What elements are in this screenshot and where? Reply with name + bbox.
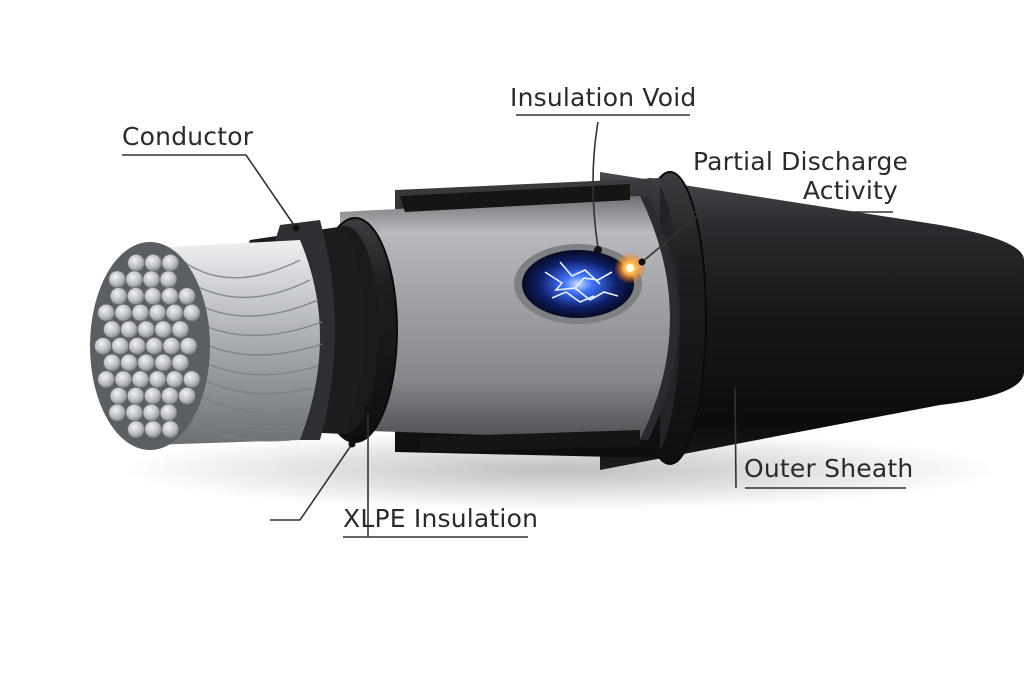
conductor-end-face	[90, 242, 210, 450]
conductor-strand-end	[165, 370, 184, 389]
conductor-strand-end	[154, 320, 173, 339]
conductor-strand-end	[159, 270, 178, 289]
conductor-strand-end	[142, 270, 161, 289]
conductor-strand-end	[171, 353, 190, 372]
conductor-strand-end	[148, 370, 167, 389]
conductor-strand-end	[154, 353, 173, 372]
conductor-strand-end	[127, 420, 146, 439]
lightning-spark-icon	[544, 261, 619, 303]
conductor-strand-end	[161, 253, 180, 272]
conductor-strand-end	[143, 386, 162, 405]
conductor-strand-end	[109, 386, 128, 405]
partial-discharge-label-line2: Activity	[802, 175, 898, 205]
conductor-strand-end	[120, 320, 138, 339]
partial-discharge-label-line1: Partial Discharge	[693, 147, 909, 176]
conductor-strand-end	[148, 303, 167, 322]
conductor-strand-end	[97, 303, 116, 322]
conductor-strand-end	[160, 386, 179, 405]
conductor-strand-end	[182, 303, 201, 322]
conductor-strand-end	[126, 386, 145, 405]
conductor-strand-end	[145, 337, 164, 355]
conductor-strand-end	[161, 420, 180, 439]
insulation-void-label: Insulation Void	[510, 83, 697, 112]
conductor-strand-end	[125, 403, 144, 422]
conductor-strand-end	[94, 337, 112, 355]
conductor-strand-end	[162, 337, 181, 355]
conductor-strand-end	[178, 386, 196, 405]
insulation-void	[514, 244, 646, 324]
conductor-strand-end	[97, 370, 116, 389]
conductor-strand-end	[109, 287, 128, 306]
conductor-strand-end	[137, 320, 156, 339]
outer-sheath-label: Outer Sheath	[744, 454, 914, 483]
outer-sheath	[600, 172, 1024, 470]
conductor-strand-end	[114, 370, 133, 389]
conductor-strand-end	[144, 420, 163, 439]
conductor-strand-end	[171, 320, 190, 339]
conductor-strand-end	[131, 303, 150, 322]
conductor-strand-end	[120, 353, 138, 372]
conductor-strand-end	[125, 270, 144, 289]
ground-shadow	[120, 430, 1000, 510]
conductor-strand-end	[178, 287, 196, 306]
conductor-strand-end	[126, 287, 145, 306]
conductor-strand-end	[108, 270, 127, 289]
conductor-strand-end	[160, 287, 179, 306]
leader-dots	[292, 224, 739, 448]
conductor-strand-end	[165, 303, 184, 322]
partial-discharge-label: Partial Discharge Activity	[693, 147, 909, 206]
conductor-strand-end	[137, 353, 156, 372]
conductor-leader	[122, 154, 297, 229]
conductor-strand-end	[131, 370, 150, 389]
conductor-strand-end	[127, 253, 146, 272]
conductor-label: Conductor	[122, 122, 254, 151]
conductor-strand-end	[179, 337, 198, 355]
conductor-strand-end	[143, 287, 162, 306]
conductor-strand-end	[111, 337, 129, 355]
conductor-strand-end	[103, 320, 121, 339]
conductor-strand-end	[103, 353, 121, 372]
conductor-strand-end	[128, 337, 147, 355]
conductor-strand-end	[142, 403, 161, 422]
leader-lines	[122, 114, 906, 538]
xlpe-insulation-label: XLPE Insulation	[343, 504, 539, 533]
conductor-strand-end	[182, 370, 201, 389]
conductor-strand-end	[108, 403, 127, 422]
conductor-strand-end	[159, 403, 178, 422]
conductor-strand-end	[114, 303, 133, 322]
conductor-strand-end	[144, 253, 163, 272]
